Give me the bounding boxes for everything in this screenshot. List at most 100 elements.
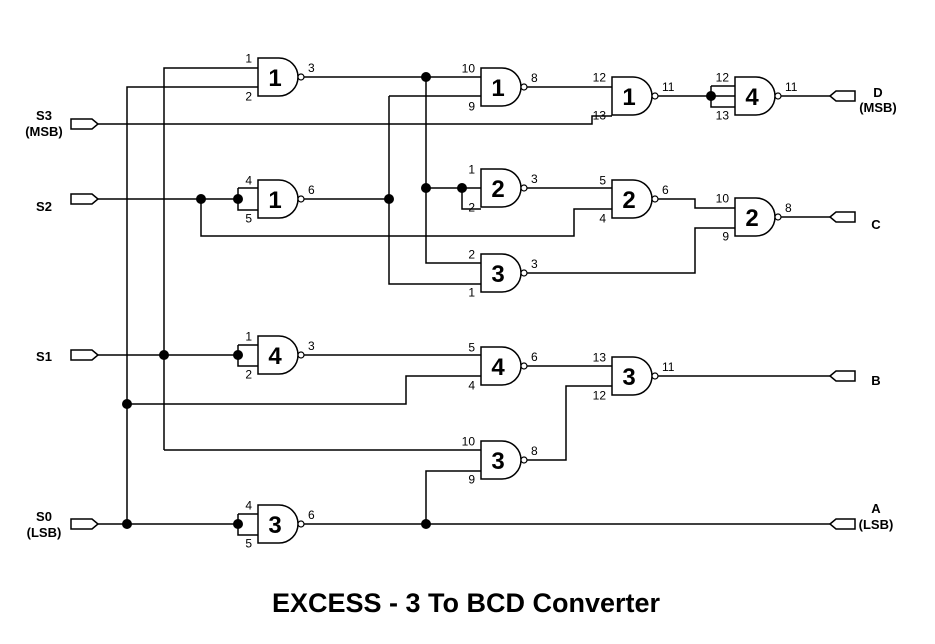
- input-sublabel-s3: (MSB): [25, 124, 63, 139]
- pin-number: 3: [308, 339, 315, 353]
- junction-dot: [233, 350, 243, 360]
- inversion-bubble: [520, 269, 528, 277]
- pin-number: 1: [245, 330, 252, 344]
- wires: [98, 67, 830, 536]
- input-connector-s0: [70, 518, 100, 530]
- pin-number: 1: [468, 163, 475, 177]
- junction-dot: [122, 399, 132, 409]
- inversion-bubble: [520, 83, 528, 91]
- input-connector-s3: [70, 118, 100, 130]
- inversion-bubble: [297, 520, 305, 528]
- output-sublabel-a: (LSB): [859, 517, 894, 532]
- input-label-s1: S1: [36, 349, 52, 364]
- output-connector-d: [828, 90, 856, 102]
- input-sublabel-s0: (LSB): [27, 525, 62, 540]
- pin-number: 12: [716, 71, 730, 85]
- junction-dot: [384, 194, 394, 204]
- nand-gate: 1 1 2 3: [245, 52, 315, 104]
- junction-dot: [159, 350, 169, 360]
- pin-number: 3: [531, 172, 538, 186]
- wire-c3g2-out: [658, 198, 735, 209]
- bus-s0: [126, 86, 258, 524]
- input-connector-s2: [70, 193, 100, 205]
- pin-number: 6: [531, 350, 538, 364]
- inversion-bubble: [520, 362, 528, 370]
- gate-number-label: 4: [268, 343, 282, 370]
- inversion-bubble: [651, 92, 659, 100]
- pin-number: 11: [785, 80, 798, 94]
- pin-number: 11: [662, 360, 675, 374]
- pin-number: 8: [531, 444, 538, 458]
- wire-s3: [98, 115, 612, 125]
- pin-number: 1: [245, 52, 252, 66]
- wire-c2g3-out: [527, 227, 735, 274]
- junction-dot: [457, 183, 467, 193]
- pin-number: 12: [593, 71, 607, 85]
- pin-number: 13: [716, 109, 730, 123]
- pin-number: 2: [245, 90, 252, 104]
- pin-number: 2: [468, 201, 475, 215]
- junctions: [122, 72, 716, 529]
- pin-number: 2: [245, 368, 252, 382]
- pin-number: 5: [599, 174, 606, 188]
- gate-number-label: 1: [268, 65, 281, 92]
- junction-dot: [421, 72, 431, 82]
- pin-number: 4: [599, 212, 606, 226]
- gate-number-label: 3: [491, 261, 504, 288]
- output-label-a: A: [871, 501, 881, 516]
- output-connector-c: [828, 211, 856, 223]
- output-labels: D (MSB) C B A (LSB): [859, 85, 897, 532]
- pin-number: 9: [468, 473, 475, 487]
- junction-dot: [196, 194, 206, 204]
- wire-n3-bus: [425, 77, 481, 264]
- input-connector-s1: [70, 349, 100, 361]
- pin-number: 10: [462, 435, 476, 449]
- input-label-s3: S3: [36, 108, 52, 123]
- pin-number: 10: [716, 192, 730, 206]
- output-label-b: B: [871, 373, 880, 388]
- pin-number: 13: [593, 351, 607, 365]
- output-connector-b: [828, 370, 856, 382]
- junction-dot: [421, 519, 431, 529]
- pin-number: 2: [468, 248, 475, 262]
- nand-gate: 4 12 13 11: [716, 71, 798, 123]
- pin-number: 12: [593, 389, 607, 403]
- input-labels: S3 (MSB) S2 S1 S0 (LSB): [25, 108, 63, 540]
- pin-number: 6: [308, 508, 315, 522]
- output-connector-a: [828, 518, 856, 530]
- pin-number: 9: [468, 100, 475, 114]
- output-sublabel-d: (MSB): [859, 100, 897, 115]
- gate-number-label: 4: [745, 84, 759, 111]
- pin-number: 5: [245, 212, 252, 226]
- gate-number-label: 3: [491, 448, 504, 475]
- pin-number: 1: [468, 286, 475, 300]
- gate-number-label: 1: [491, 75, 504, 102]
- wire-c2g5-out: [527, 385, 612, 461]
- diagram-title: EXCESS - 3 To BCD Converter: [272, 588, 661, 618]
- gate-number-label: 2: [491, 176, 504, 203]
- inversion-bubble: [297, 351, 305, 359]
- nand-gate: 3 10 9 8: [462, 435, 538, 487]
- inversion-bubble: [297, 73, 305, 81]
- nand-gate: 3 13 12 11: [593, 351, 675, 403]
- pin-number: 4: [245, 499, 252, 513]
- input-connectors: [70, 118, 100, 530]
- input-label-s2: S2: [36, 199, 52, 214]
- pin-number: 4: [245, 174, 252, 188]
- output-label-d: D: [873, 85, 882, 100]
- pin-number: 3: [531, 257, 538, 271]
- gate-number-label: 3: [622, 364, 635, 391]
- gate-number-label: 1: [268, 187, 281, 214]
- wire-n6-bus: [388, 96, 481, 285]
- inversion-bubble: [774, 213, 782, 221]
- nand-gate: 2 1 2 3: [468, 163, 538, 215]
- wire-s0-to-c2g4: [127, 375, 481, 405]
- output-label-c: C: [871, 217, 881, 232]
- pin-number: 3: [308, 61, 315, 75]
